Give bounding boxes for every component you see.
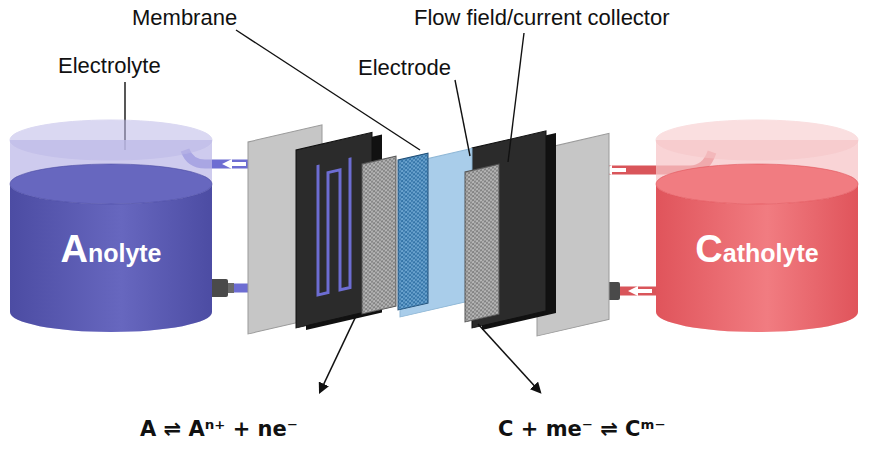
reaction-equation: A ⇌ Aⁿ⁺ + ne⁻ [140, 418, 298, 441]
tank-outline [654, 118, 860, 334]
callout-label: Electrode [358, 56, 451, 80]
tank-label: Catholyte [654, 230, 860, 268]
electrode-felt [465, 164, 499, 322]
reaction-arrows [320, 316, 540, 392]
tank-label: Anolyte [8, 230, 214, 268]
reaction-equation: C + me⁻ ⇌ Cᵐ⁻ [498, 418, 666, 441]
callout-label: Flow field/current collector [414, 6, 670, 30]
electrode-felt [362, 156, 396, 314]
membrane-mesh [398, 153, 428, 310]
catholyte-tank: Catholyte [654, 118, 860, 334]
flow-field-plate [296, 132, 372, 328]
callout-label: Electrolyte [58, 54, 161, 78]
tank-outline [8, 118, 214, 334]
anolyte-tank: Anolyte [8, 118, 214, 334]
callout-label: Membrane [132, 6, 237, 30]
